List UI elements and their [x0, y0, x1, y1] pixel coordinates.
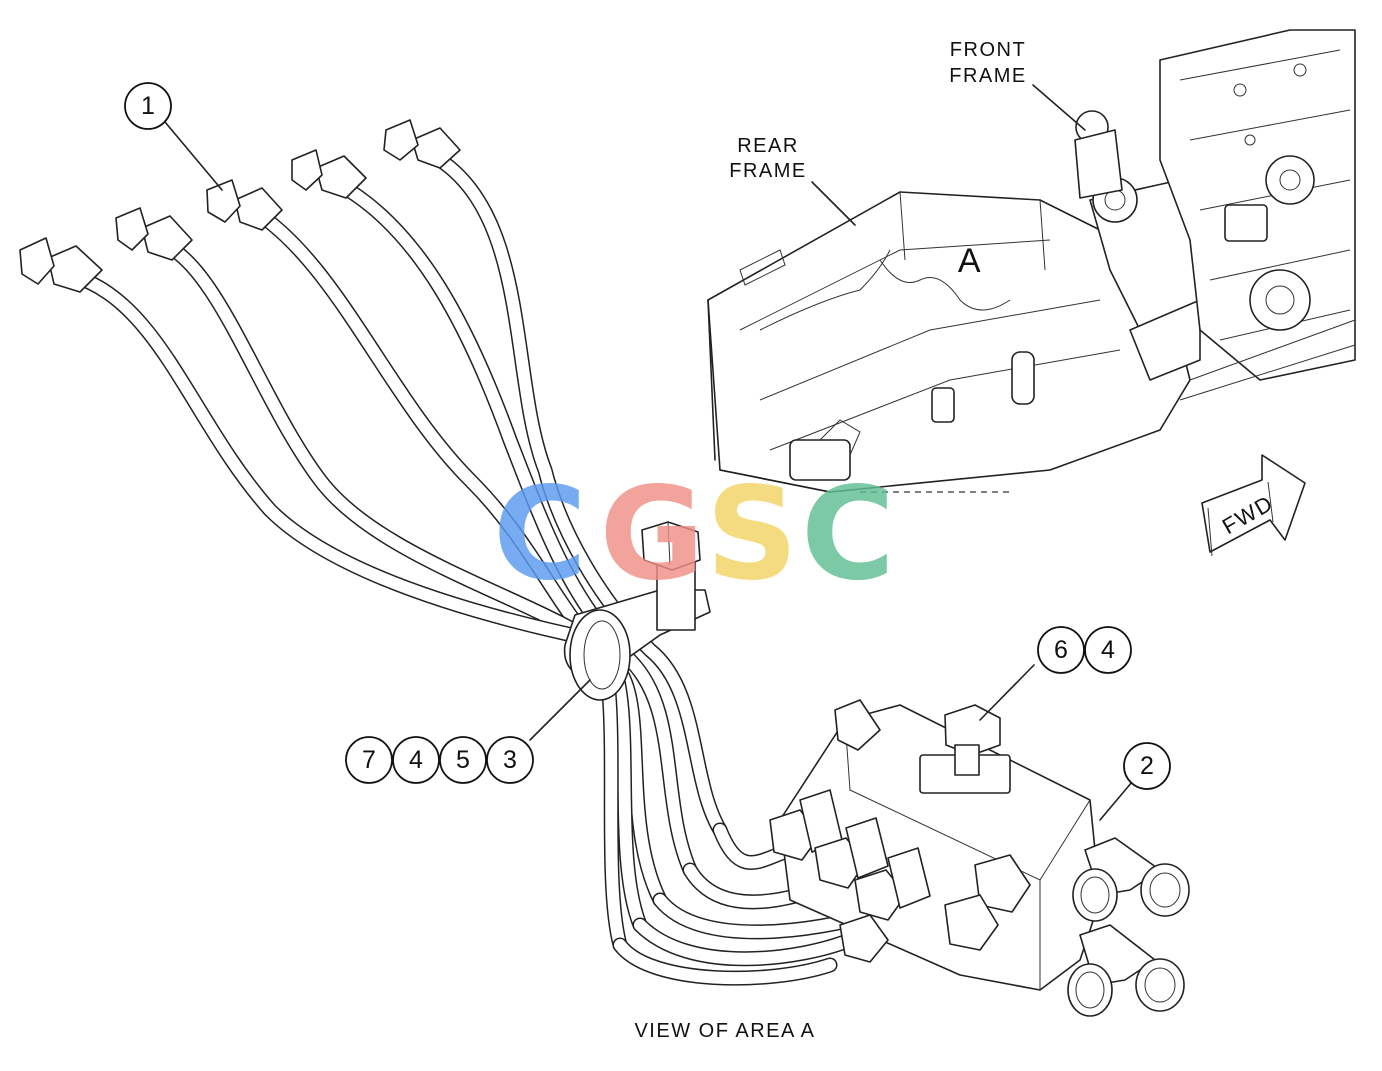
- callout-2-text: 2: [1140, 752, 1154, 780]
- callout-4-text: 4: [409, 746, 423, 774]
- hose-assembly: [19, 119, 878, 986]
- view-caption: VIEW OF AREA A: [634, 1020, 815, 1042]
- callout-5-text: 5: [456, 746, 470, 774]
- hose-end-fitting: [291, 149, 367, 199]
- callout-1-text: 1: [141, 92, 155, 120]
- callout-2: 2: [1123, 742, 1171, 790]
- frame-labels: FRONT FRAME REAR FRAME A: [729, 39, 1027, 280]
- leader-lines: [164, 84, 1133, 821]
- callout-1: 1: [124, 82, 172, 130]
- front-frame-label-line1: FRONT: [950, 39, 1026, 61]
- callout-group-7453: 7 4 5 3: [345, 736, 534, 784]
- hose-clamp: [563, 521, 711, 701]
- hose-end-fitting: [383, 119, 461, 169]
- machine-frame-drawing: [707, 29, 1356, 493]
- valve-block: [769, 699, 1190, 1017]
- watermark-letter: S: [706, 460, 798, 609]
- callout-group-64: 6 4: [1037, 626, 1132, 674]
- watermark-letter: C: [801, 460, 895, 609]
- area-a-marker: A: [958, 242, 982, 280]
- callout-7-text: 7: [362, 746, 376, 774]
- watermark-logo: C G S C: [493, 460, 895, 609]
- callout-4b-text: 4: [1101, 636, 1115, 664]
- front-frame-label-line2: FRAME: [949, 65, 1027, 87]
- callout-3-text: 3: [503, 746, 517, 774]
- watermark-letter: G: [599, 460, 704, 609]
- hose-end-fitting: [19, 237, 103, 293]
- callout-6-text: 6: [1054, 636, 1068, 664]
- watermark-letter: C: [493, 460, 587, 609]
- forward-arrow-icon: FWD: [1201, 454, 1306, 557]
- hose-end-fitting: [115, 207, 193, 261]
- hose-end-fitting: [206, 179, 283, 231]
- rear-frame-label-line2: FRAME: [729, 160, 807, 182]
- rear-frame-label-line1: REAR: [737, 135, 799, 157]
